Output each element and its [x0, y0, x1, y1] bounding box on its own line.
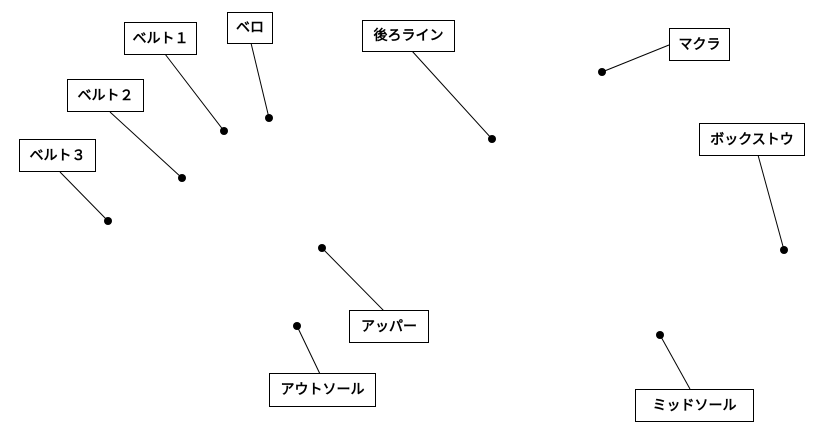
leader-line-box-toe: [757, 154, 785, 251]
callout-label-belt3: ベルト３: [19, 139, 96, 172]
callout-label-belt1: ベルト１: [124, 22, 197, 55]
callout-label-belt2: ベルト２: [67, 79, 144, 112]
callout-label-makura: マクラ: [669, 28, 730, 61]
anchor-dot-outsole: [293, 322, 301, 330]
leader-line-upper: [321, 247, 385, 312]
anchor-dot-box-toe: [780, 246, 788, 254]
anchor-dot-makura: [598, 68, 606, 76]
leader-line-back-line: [411, 50, 493, 140]
leader-line-makura: [601, 44, 670, 73]
callout-label-box-toe: ボックストウ: [699, 123, 805, 156]
leader-line-belt3: [59, 171, 109, 222]
anchor-dot-belt2: [178, 174, 186, 182]
anchor-dot-bero: [265, 114, 273, 122]
anchor-dot-midsole: [656, 331, 664, 339]
leader-line-outsole: [296, 325, 321, 375]
leader-line-belt2: [109, 111, 183, 179]
callout-label-bero: ベロ: [227, 12, 273, 44]
anchor-dot-belt3: [104, 217, 112, 225]
anchor-dot-upper: [318, 244, 326, 252]
callout-label-outsole: アウトソール: [269, 373, 376, 407]
anchor-dot-back-line: [488, 135, 496, 143]
callout-label-midsole: ミッドソール: [635, 389, 754, 422]
leader-line-midsole: [659, 334, 691, 390]
callout-label-upper: アッパー: [349, 310, 429, 343]
leader-line-belt1: [164, 53, 225, 132]
anchor-dot-belt1: [220, 127, 228, 135]
leader-line-bero: [250, 42, 270, 119]
callout-label-back-line: 後ろライン: [362, 20, 455, 52]
